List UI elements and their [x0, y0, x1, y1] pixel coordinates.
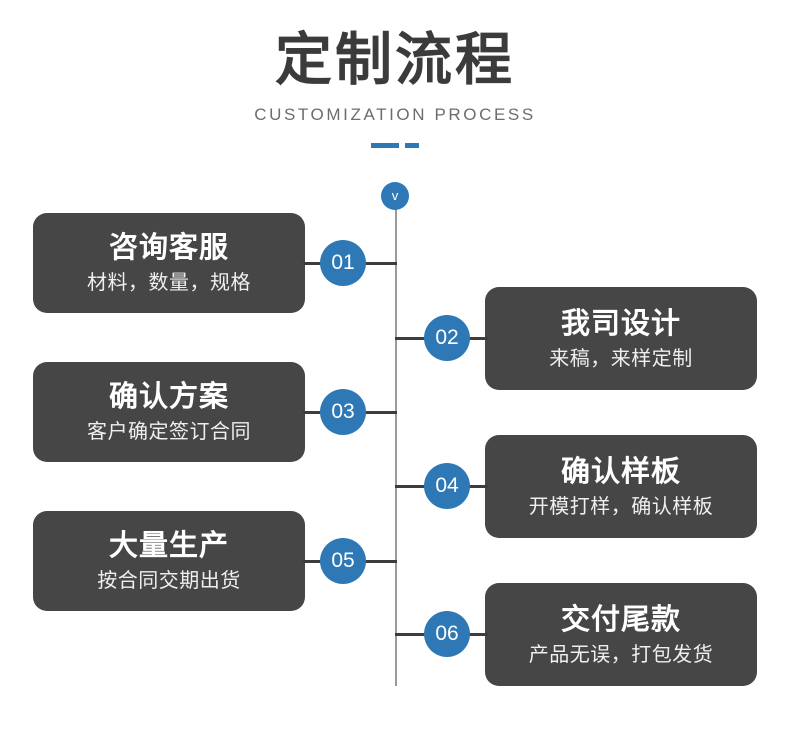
- page-subtitle: CUSTOMIZATION PROCESS: [254, 105, 536, 124]
- step-number-badge: 03: [320, 389, 366, 435]
- connector-line-outer: [395, 337, 425, 340]
- connector-line-outer: [363, 262, 397, 265]
- connector-line-inner: [303, 411, 323, 414]
- step-title: 大量生产: [108, 528, 229, 562]
- connector-line-outer: [363, 411, 397, 414]
- header-divider: [371, 143, 419, 148]
- step-number-badge: 01: [320, 240, 366, 286]
- connector-line-outer: [395, 633, 425, 636]
- step-description: 产品无误，打包发货: [528, 641, 714, 666]
- step-title: 交付尾款: [560, 601, 681, 636]
- step-description: 来稿，来样定制: [549, 345, 693, 370]
- step-title: 我司设计: [560, 305, 681, 340]
- step-number-badge: 05: [320, 538, 366, 584]
- step-title: 确认方案: [108, 379, 229, 413]
- step-card[interactable]: 确认样板 开模打样，确认样板: [485, 435, 757, 538]
- step-description: 材料，数量，规格: [87, 270, 251, 294]
- divider-dash-short: [405, 143, 419, 148]
- connector-line-inner: [468, 485, 488, 488]
- page-title: 定制流程: [275, 27, 515, 93]
- timeline-vertical-line: [395, 196, 397, 686]
- step-title: 咨询客服: [108, 230, 229, 264]
- step-title: 确认样板: [560, 453, 681, 488]
- step-number-badge: 04: [424, 463, 470, 509]
- connector-line-inner: [303, 560, 323, 563]
- step-description: 按合同交期出货: [97, 568, 241, 592]
- connector-line-inner: [468, 633, 488, 636]
- connector-line-inner: [468, 337, 488, 340]
- connector-line-outer: [363, 560, 397, 563]
- step-number-badge: 06: [424, 611, 470, 657]
- connector-line-outer: [395, 485, 425, 488]
- step-number-badge: 02: [424, 315, 470, 361]
- step-description: 客户确定签订合同: [87, 419, 251, 443]
- step-card[interactable]: 交付尾款 产品无误，打包发货: [485, 583, 757, 686]
- step-card[interactable]: 大量生产 按合同交期出货: [33, 511, 305, 611]
- step-description: 开模打样，确认样板: [528, 493, 714, 518]
- step-card[interactable]: 咨询客服 材料，数量，规格: [33, 213, 305, 313]
- divider-dash-long: [371, 143, 399, 148]
- step-card[interactable]: 确认方案 客户确定签订合同: [33, 362, 305, 462]
- connector-line-inner: [303, 262, 323, 265]
- chevron-down-icon: v: [381, 182, 409, 210]
- step-card[interactable]: 我司设计 来稿，来样定制: [485, 287, 757, 390]
- page-header: 定制流程 CUSTOMIZATION PROCESS: [0, 0, 790, 148]
